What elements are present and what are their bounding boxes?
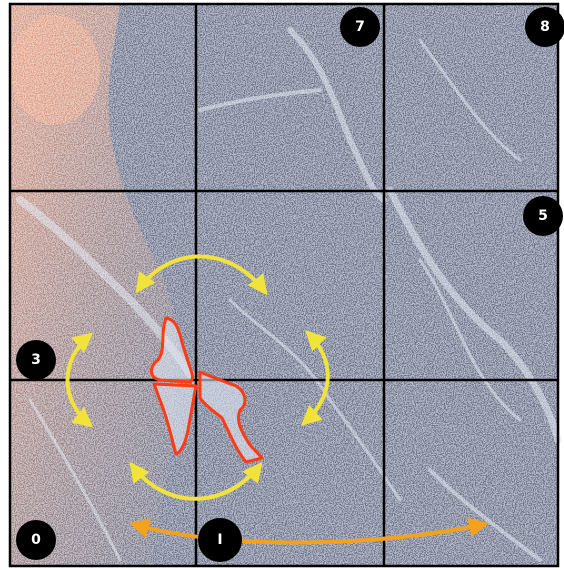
badge-region-1: I [198, 518, 242, 562]
badge-region-7: 7 [340, 7, 380, 47]
speckle-texture [10, 4, 558, 566]
arrow-horizontal [129, 517, 489, 545]
yellow-arrows [65, 254, 330, 501]
badge-region-3: 3 [16, 340, 56, 380]
arrow-left [65, 332, 94, 428]
outline-lower-right [198, 370, 264, 464]
arrow-bottom [129, 461, 263, 501]
outline-lower-left [152, 382, 198, 456]
outline-upper [150, 316, 194, 384]
badge-region-8: 8 [525, 7, 564, 47]
arrow-top [135, 254, 268, 296]
badge-region-5: 5 [523, 196, 563, 236]
arrow-right [301, 330, 330, 426]
badge-region-0: 0 [16, 520, 56, 560]
outlined-region [150, 316, 264, 464]
